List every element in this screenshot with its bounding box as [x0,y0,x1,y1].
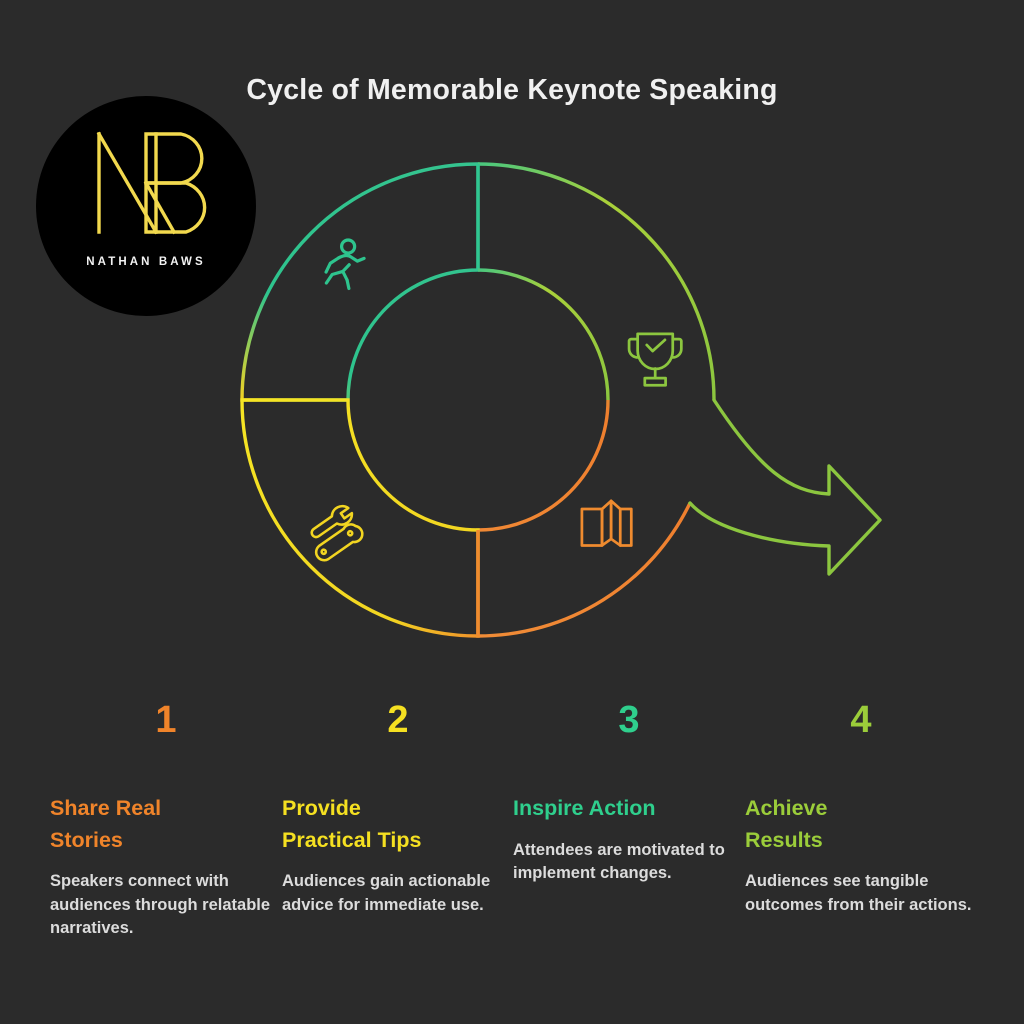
tools-icon [310,504,364,562]
step-number-3: 3 [618,699,640,741]
step-column-3: 3 Inspire Action Attendees are motivated… [513,690,745,885]
step-heading-4: Achieve Results [745,796,828,852]
step-column-2: 2 Provide Practical Tips Audiences gain … [282,690,514,917]
logo-wordmark: NATHAN BAWS [86,256,206,268]
step-heading-2: Provide Practical Tips [282,796,422,852]
cycle-diagram [240,162,882,638]
step-number-2: 2 [387,699,409,741]
step-column-4: 4 Achieve Results Audiences see tangible… [745,690,977,917]
nb-monogram-icon [96,131,207,235]
page-title: Cycle of Memorable Keynote Speaking [246,74,778,106]
logo-badge: NATHAN BAWS [36,96,256,316]
segment-outline-top-right [477,162,716,401]
step-body-2: Audiences gain actionable advice for imm… [282,872,491,914]
segment-outline-top-left [240,162,480,402]
step-body-1: Speakers connect with audiences through … [50,872,271,938]
steps-columns: 1 Share Real Stories Speakers connect wi… [0,690,1024,1024]
open-book-icon [580,499,633,547]
step-column-1: 1 Share Real Stories Speakers connect wi… [50,690,282,940]
step-heading-3: Inspire Action [513,796,656,820]
step-body-3: Attendees are motivated to implement cha… [513,840,725,883]
step-number-4: 4 [850,699,872,741]
segment-inner-arc-top-right [477,268,610,401]
step-number-1: 1 [155,699,177,741]
outward-arrow-icon [688,398,882,576]
segment-outline-bottom-right [476,399,692,638]
segment-outline-bottom-left [240,398,480,638]
running-person-icon [324,238,366,291]
trophy-icon [627,332,683,387]
step-heading-1: Share Real Stories [50,796,162,852]
step-body-4: Audiences see tangible outcomes from the… [745,872,972,914]
